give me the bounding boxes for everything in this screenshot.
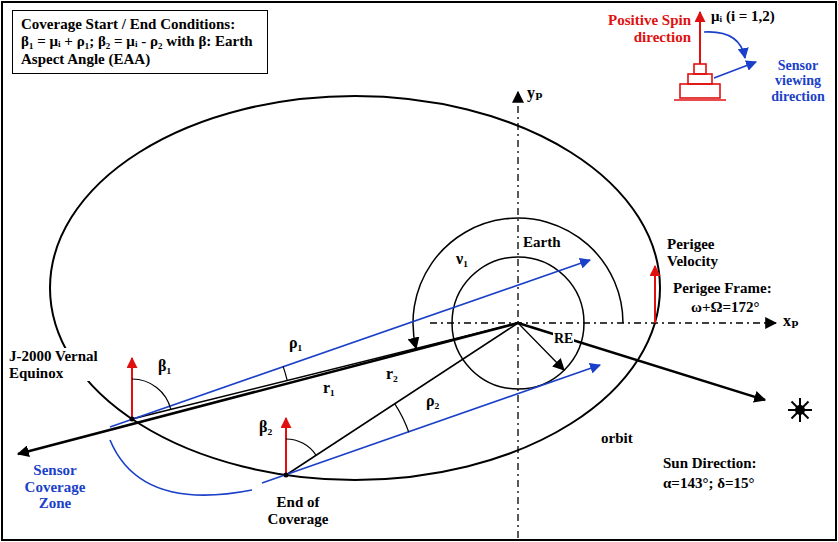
annotation-label: Perigee Velocity bbox=[666, 236, 738, 269]
rho1-arc bbox=[283, 366, 287, 380]
annotation-label: Sensor Coverage Zone bbox=[14, 462, 96, 512]
mu-angle-arrow bbox=[704, 32, 745, 58]
r2-line bbox=[286, 323, 518, 475]
annotation-label: Sun Direction: bbox=[662, 455, 757, 472]
beta1-arc bbox=[132, 379, 171, 409]
perigee-velocity-arrow bbox=[654, 266, 656, 323]
annotation-label: α=143°; δ=15° bbox=[662, 475, 756, 492]
x-axis bbox=[430, 322, 776, 323]
annotation-label: xₚ bbox=[782, 312, 800, 330]
annotation-label: β₂ bbox=[258, 418, 273, 436]
annotation-label: Perigee Frame: bbox=[672, 280, 773, 297]
annotation-label: End of Coverage bbox=[262, 494, 334, 527]
annotation-label: ρ₁ bbox=[288, 334, 303, 352]
r1-line bbox=[132, 323, 518, 419]
spin-arrow bbox=[699, 12, 701, 64]
coverage-bracket bbox=[110, 440, 252, 495]
annotation-label: J-2000 Vernal Equinox bbox=[8, 348, 116, 381]
annotation-label: r₂ bbox=[385, 365, 399, 383]
annotation-label: Sensor viewing direction bbox=[764, 58, 832, 104]
annotation-label: orbit bbox=[600, 430, 634, 447]
annotation-label: ν₁ bbox=[455, 250, 469, 268]
conditions-box: Coverage Start / End Conditions:β₁ = μᵢ … bbox=[12, 10, 268, 74]
rho1-sensor-line bbox=[110, 260, 590, 427]
annotation-label: r₁ bbox=[322, 379, 336, 397]
end-point bbox=[284, 473, 289, 478]
spin-axis-arrow bbox=[285, 418, 287, 475]
spin-axis-arrow bbox=[131, 358, 133, 419]
box-heading: Coverage Start / End Conditions: bbox=[21, 16, 235, 33]
beta2-arc bbox=[286, 439, 316, 455]
start-point bbox=[130, 417, 135, 422]
annotation-label: yₚ bbox=[526, 84, 544, 102]
viewing-direction-arrow bbox=[714, 62, 756, 78]
annotation-label: ρ₂ bbox=[425, 392, 440, 410]
rho2-arc bbox=[395, 404, 409, 432]
sun-direction-arrow bbox=[518, 323, 765, 400]
annotation-label: RE bbox=[553, 331, 574, 346]
annotation-label: β₁ bbox=[157, 357, 172, 375]
annotation-label: Earth bbox=[522, 234, 562, 251]
sun-symbol bbox=[788, 398, 812, 422]
y-axis bbox=[517, 92, 518, 538]
rho2-sensor-line bbox=[262, 365, 600, 483]
box-text: β₁ = μᵢ + ρ₁; β₂ = μᵢ - ρ₂ with β: Earth… bbox=[21, 33, 257, 68]
annotation-label: ω+Ω=172° bbox=[690, 299, 761, 316]
vernal-equinox-arrow bbox=[18, 323, 518, 454]
annotation-label: μᵢ (i = 1,2) bbox=[710, 8, 776, 25]
annotation-label: Positive Spin direction bbox=[585, 12, 692, 45]
spinning-satellite-icon bbox=[674, 64, 726, 100]
